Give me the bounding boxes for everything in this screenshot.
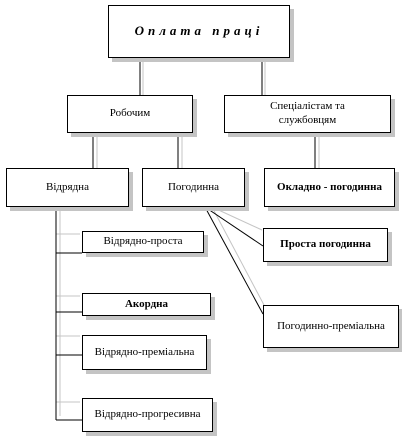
piece-type-premium: Відрядно-преміальна	[82, 335, 207, 370]
piece-rate-box: Відрядна	[6, 168, 129, 207]
workers-box: Робочим	[67, 95, 193, 133]
salary-hourly-box: Окладно - погодинна	[264, 168, 395, 207]
specialists-box: Спеціалістам та службовцям	[224, 95, 391, 133]
piece-type-progressive: Відрядно-прогресивна	[82, 398, 213, 432]
piece-type-accord: Акордна	[82, 293, 211, 316]
root-box: Оплата праці	[108, 5, 290, 58]
piece-type-simple: Відрядно-проста	[82, 231, 204, 253]
time-type-premium: Погодинно-преміальна	[263, 305, 399, 348]
time-rate-box: Погодинна	[142, 168, 245, 207]
time-type-simple: Проста погодинна	[263, 228, 388, 262]
